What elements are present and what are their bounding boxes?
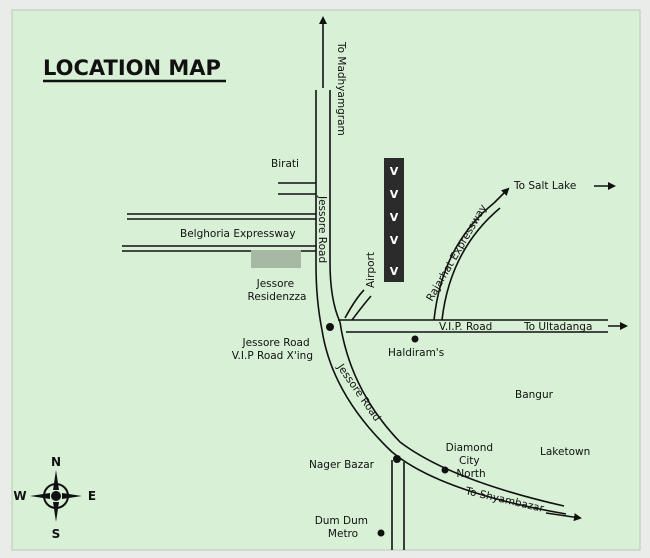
rajarhat-expressway-west [433, 202, 495, 321]
crossing-label: Jessore Road V.I.P Road X'ing [232, 337, 313, 362]
airport-marker: V [390, 234, 399, 247]
salt-lake-arrow [493, 187, 510, 204]
airport-marker: V [390, 265, 399, 278]
jessore-residenzza-site [251, 250, 301, 268]
diamond-label-line3: North [456, 468, 485, 480]
road-network [122, 16, 628, 550]
dumdum-label-line2: Metro [328, 528, 358, 540]
map-title: LOCATION MAP [43, 56, 221, 80]
map-background [11, 9, 641, 551]
dum-dum-road [391, 460, 405, 550]
airport-marker: V [390, 165, 399, 178]
diamond-city-label: Diamond City North [446, 442, 497, 480]
crossing-label-line2: V.I.P Road X'ing [232, 350, 313, 362]
airport-marker: V [390, 211, 399, 224]
ultadanga-label: To Ultadanga [523, 321, 592, 333]
airport-marker: V [390, 188, 399, 201]
dumdum-label-line1: Dum Dum [315, 515, 368, 527]
bangur-label: Bangur [515, 389, 554, 401]
compass-s: S [52, 527, 61, 541]
jessore-road-north-east [329, 90, 341, 323]
site-label-line1: Jessore [256, 278, 294, 290]
airport-runway [384, 158, 404, 282]
haldirams-label: Haldiram's [388, 347, 444, 359]
birati-road [278, 182, 316, 195]
dum-dum-metro-label: Dum Dum Metro [315, 515, 372, 540]
airport-label: Airport [365, 252, 377, 288]
airport-road [344, 289, 372, 321]
nager-bazar-dot [393, 455, 401, 463]
compass-center [51, 491, 61, 501]
compass-e: E [88, 489, 96, 503]
compass-east-point [62, 493, 82, 499]
jessore-road-south-outer [321, 329, 567, 515]
airport-markers: V V V V V [390, 165, 399, 278]
compass-rose: N S E W [13, 455, 96, 541]
jessore-road-north-label: Jessore Road [316, 195, 328, 263]
vip-road-label: V.I.P. Road [439, 321, 492, 333]
haldirams-dot [411, 335, 419, 343]
birati-label: Birati [271, 158, 299, 170]
jessore-residenzza-label: Jessore Residenzza [248, 278, 307, 303]
dum-dum-dot [377, 529, 385, 537]
salt-lake-label: To Salt Lake [513, 180, 576, 192]
compass-n: N [51, 455, 61, 469]
compass-w: W [13, 489, 26, 503]
diamond-label-line2: City [459, 455, 480, 467]
crossing-label-line1: Jessore Road [242, 337, 310, 349]
madhyamgram-label: To Madhyamgram [335, 41, 347, 136]
belghoria-expressway-label: Belghoria Expressway [180, 228, 296, 240]
shyambazar-arrow [545, 512, 582, 522]
compass-west-point [30, 493, 50, 499]
rajarhat-expressway-east [441, 207, 501, 321]
laketown-label: Laketown [540, 446, 590, 458]
site-label-line2: Residenzza [248, 291, 307, 303]
jessore-road-north [315, 90, 323, 331]
jessore-road-south-inner [339, 321, 565, 507]
compass-north-point [53, 470, 59, 490]
crossing-dot [326, 323, 334, 331]
belghoria-expressway-upper [127, 213, 316, 220]
nager-bazar-label: Nager Bazar [309, 459, 375, 471]
diamond-label-line1: Diamond [446, 442, 493, 454]
diamond-city-dot [441, 466, 449, 474]
compass-south-point [53, 502, 59, 522]
